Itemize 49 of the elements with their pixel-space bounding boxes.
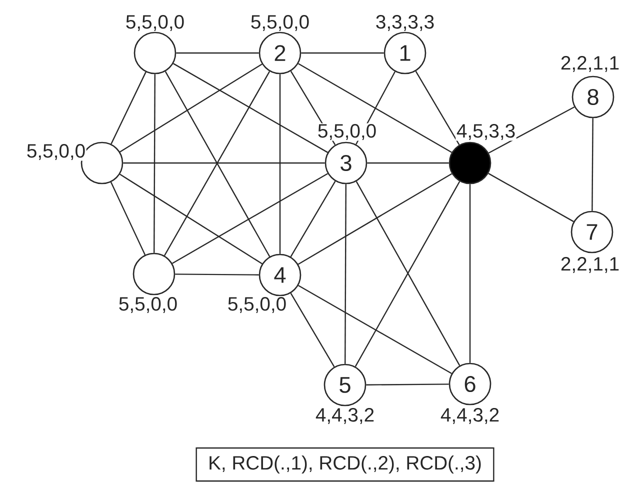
edge-line [154, 74, 156, 253]
edge-line [298, 173, 452, 265]
edge-line [175, 274, 259, 276]
node-label: 5,5,0,0 [316, 123, 378, 141]
edge-line [123, 162, 325, 164]
node-label: 2,2,1,1 [560, 55, 620, 73]
edge-line [110, 72, 146, 144]
node-label: 3,3,3,3 [374, 14, 436, 32]
edge-line [488, 106, 575, 154]
edge-line [290, 292, 335, 368]
edge-line [488, 172, 574, 222]
circle-node [132, 252, 176, 296]
circle-node: 6 [448, 362, 492, 406]
edge-line [415, 70, 460, 146]
node-label: 5,5,0,0 [226, 296, 288, 314]
circle-node: 4 [258, 254, 302, 296]
circle-node: 2 [258, 32, 302, 74]
edge-line [298, 63, 452, 153]
node-label: 4,4,3,2 [440, 407, 500, 425]
edge-line [279, 74, 281, 254]
text-box: K, RCD(.,1), RCD(.,2), RCD(.,3) [196, 447, 494, 482]
edge-line [366, 384, 449, 386]
edge-line [469, 184, 471, 363]
node-label: 5,5,0,0 [26, 143, 86, 161]
circle-node [134, 32, 176, 74]
node-label: 2,2,1,1 [560, 256, 620, 274]
edge-line [298, 285, 452, 374]
node-label: 5,5,0,0 [250, 14, 310, 32]
edge-line [176, 52, 259, 54]
node-label: 5,5,0,0 [124, 14, 186, 32]
node-label: 5,5,0,0 [118, 296, 178, 314]
node-label: 4,5,3,3 [456, 123, 516, 141]
circle-node: 3 [324, 142, 368, 184]
circle-node [448, 142, 492, 184]
circle-node: 7 [570, 210, 614, 254]
edge-line [173, 63, 328, 153]
circle-node: 1 [384, 32, 426, 74]
edge-line [172, 173, 328, 264]
edge-line [290, 180, 336, 258]
edge-line [344, 184, 346, 364]
edge-line [367, 162, 449, 164]
edge-line [110, 182, 146, 256]
edge-line [120, 64, 262, 152]
edge-line [301, 52, 384, 54]
circle-node: 5 [324, 364, 366, 406]
node-label: 4,4,3,2 [314, 407, 376, 425]
edge-line [120, 174, 262, 264]
circle-node: 8 [572, 76, 614, 118]
edge-line [592, 118, 594, 211]
